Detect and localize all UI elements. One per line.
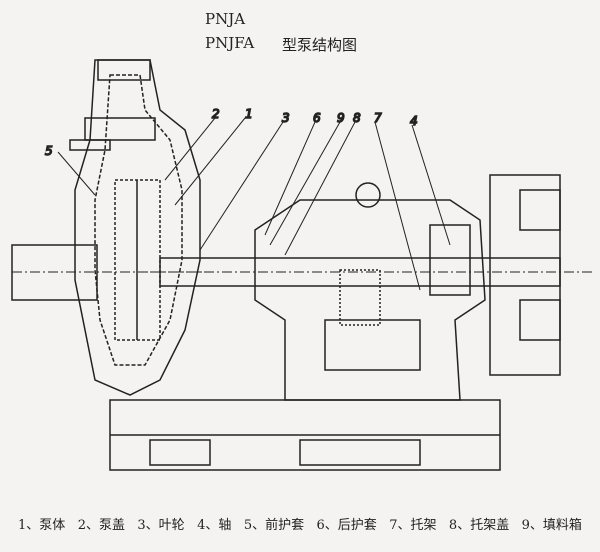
legend-item: 9、填料箱 (521, 518, 582, 533)
legend-item: 2、泵盖 (77, 518, 125, 533)
parts-legend: 1、泵体 2、泵盖 3、叶轮 4、轴 5、前护套 6、后护套 7、托架 8、托架… (18, 514, 582, 533)
diagram-title: 型泵结构图 (282, 36, 358, 54)
legend-item: 5、前护套 (243, 518, 305, 533)
inlet-pipe (11, 244, 210, 301)
legend-item: 8、托架盖 (448, 518, 510, 533)
callout-4: 4 (410, 114, 418, 128)
bearing-frame (254, 182, 486, 401)
callout-2: 2 (212, 107, 220, 121)
callout-6: 6 (313, 111, 321, 125)
leader-lines (57, 117, 451, 291)
legend-item: 4、轴 (197, 518, 232, 533)
base-plate (109, 399, 501, 471)
callout-1: 1 (245, 107, 253, 121)
callout-7: 7 (374, 111, 382, 125)
legend-item: 3、叶轮 (137, 518, 185, 533)
callout-8: 8 (353, 111, 361, 125)
shaft (150, 257, 595, 287)
legend-item: 6、后护套 (316, 518, 377, 533)
callout-5: 5 (45, 144, 53, 158)
legend-item: 1、泵体 (18, 518, 66, 533)
impeller (114, 179, 161, 341)
model-name-pnjfa: PNJFA (205, 34, 255, 52)
coupling (489, 174, 561, 376)
pump-casing (69, 59, 201, 396)
callout-3: 3 (282, 111, 290, 125)
legend-item: 7、托架 (389, 518, 437, 533)
callout-9: 9 (337, 111, 345, 125)
model-name-pnja: PNJA (205, 10, 246, 28)
